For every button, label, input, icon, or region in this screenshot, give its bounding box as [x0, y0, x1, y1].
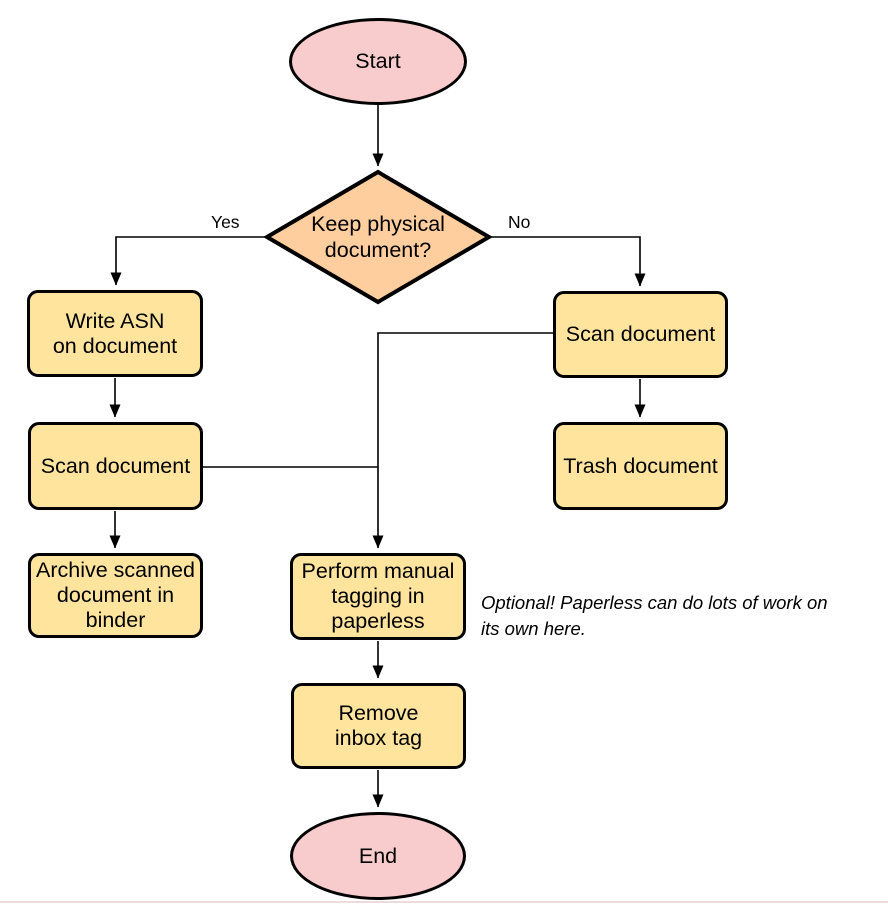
node-decision-label: Keep physical document?	[311, 212, 445, 262]
node-remove-inbox-tag-label: Remove inbox tag	[334, 701, 423, 750]
node-start: Start	[289, 18, 467, 105]
optional-note: Optional! Paperless can do lots of work …	[481, 592, 828, 639]
node-end-label: End	[358, 843, 398, 868]
node-manual-tagging: Perform manual tagging in paperless	[290, 553, 466, 640]
node-trash-document-label: Trash document	[563, 453, 718, 478]
edge-label-yes: Yes	[209, 212, 242, 232]
node-archive-binder-label: Archive scanned document in binder	[36, 558, 195, 632]
edge-decision-yes-to-write-asn	[110, 236, 267, 286]
node-end: End	[290, 812, 466, 900]
node-archive-binder: Archive scanned document in binder	[28, 553, 203, 638]
node-manual-tagging-label: Perform manual tagging in paperless	[301, 559, 455, 633]
page-bottom-edge	[0, 901, 888, 903]
node-write-asn: Write ASN on document	[27, 290, 203, 377]
node-scan-document-left-label: Scan document	[40, 453, 191, 478]
decision-diamond-shape	[263, 169, 493, 305]
node-scan-document-left: Scan document	[28, 422, 203, 510]
edge-decision-no-to-scan-right	[489, 236, 646, 287]
node-remove-inbox-tag: Remove inbox tag	[291, 683, 466, 769]
node-scan-document-right-label: Scan document	[565, 322, 716, 346]
node-start-label: Start	[355, 49, 401, 73]
node-write-asn-label: Write ASN on document	[52, 308, 178, 358]
node-scan-document-right: Scan document	[553, 291, 728, 378]
edge-scan-right-to-tagging	[372, 332, 553, 549]
edge-label-no: No	[506, 212, 533, 232]
node-trash-document: Trash document	[553, 422, 728, 510]
